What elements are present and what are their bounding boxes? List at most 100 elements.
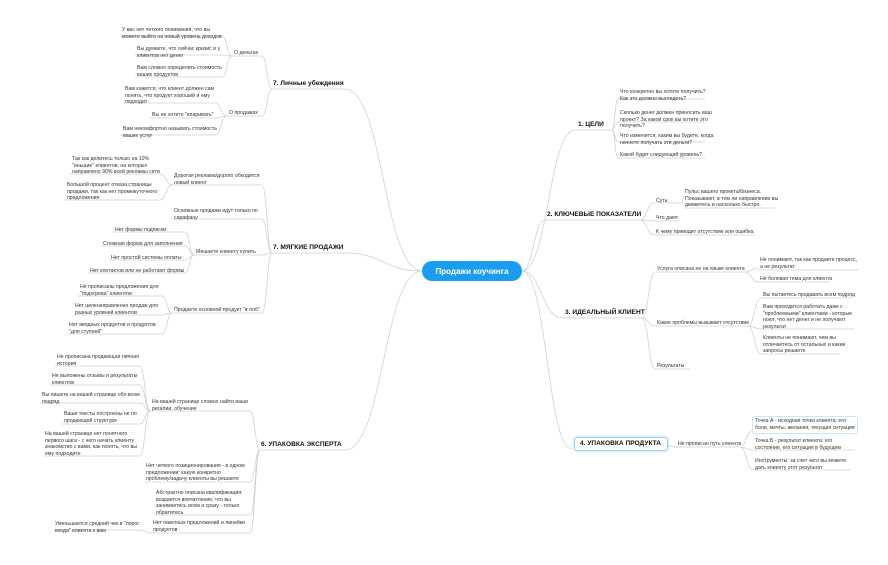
soft-hinder[interactable]: Мешаете клиенту купить xyxy=(196,249,256,255)
beliefs-money-item-1[interactable]: У вас нет четкого понимания, что вы може… xyxy=(122,27,222,40)
edge-center-goals xyxy=(521,129,576,272)
expert-average-check[interactable]: Уменьшается средний чек и "порог входа" … xyxy=(55,521,140,534)
connector-line xyxy=(681,195,685,204)
client-no-language-item-2[interactable]: Не болевая тема для клиента xyxy=(760,276,833,282)
product-path[interactable]: Не прописан путь клиента xyxy=(678,441,742,447)
soft-sell[interactable]: Продаете основной продукт "в лоб" xyxy=(174,307,260,313)
branch-expert-title[interactable]: 6. УПАКОВКА ЭКСПЕРТА xyxy=(261,441,342,448)
connector-line xyxy=(739,446,754,471)
connector-line xyxy=(139,529,152,534)
kpi-leads[interactable]: К чему приводит отсутствие или ошибка xyxy=(656,229,754,235)
branch-client-title[interactable]: 3. ИДЕАЛЬНЫЙ КЛИЕНТ xyxy=(565,309,645,316)
connector-line xyxy=(641,317,656,327)
soft-ads-item-2[interactable]: Большой процент отказа страницы продажи,… xyxy=(67,182,158,202)
client-results[interactable]: Результаты xyxy=(657,363,685,369)
connector-line xyxy=(214,102,228,117)
product-item-1[interactable]: Точка А - исходная точка клиента: его бо… xyxy=(755,418,855,431)
central-topic[interactable]: Продажи коучинга xyxy=(422,261,522,281)
expert-page-item-5[interactable]: На вашей странице нет понятного первого … xyxy=(45,431,138,457)
connector-line xyxy=(159,184,173,201)
branch-product-title[interactable]: 4. УПАКОВКА ПРОДУКТА xyxy=(580,440,662,447)
soft-sell-item-2[interactable]: Нет целенаправленно продаж для разных ур… xyxy=(75,303,158,316)
beliefs-sales-item-3[interactable]: Вам некомфортно называть стоимость ваших… xyxy=(123,126,217,139)
client-problems[interactable]: Какие проблемы вызывает отсутствие xyxy=(657,320,750,326)
expert-page-item-2[interactable]: Не выложены отзывы и результаты клиентов xyxy=(52,373,138,386)
connector-line xyxy=(747,297,762,327)
connector-line xyxy=(221,35,233,57)
client-no-language-item-1[interactable]: Не понимают, так как продаете процесс, а… xyxy=(760,257,858,270)
connector-line xyxy=(639,202,655,221)
edge-center-kpi xyxy=(521,219,546,272)
soft-ads-item-1[interactable]: Так как делитесь только на 10% "иньшие" … xyxy=(72,156,160,176)
connector-line xyxy=(744,267,759,273)
connector-line xyxy=(744,271,759,283)
connector-line xyxy=(161,295,173,314)
connector-line xyxy=(184,254,195,274)
connector-line xyxy=(249,449,261,534)
connector-line xyxy=(159,173,173,186)
soft-hinder-item-2[interactable]: Сложная форма для заполнения xyxy=(103,241,183,247)
connector-line xyxy=(139,384,151,412)
connector-line xyxy=(221,55,233,78)
connector-line xyxy=(139,402,151,412)
kpi-essence-detail[interactable]: Пульс вашего проекта/бизнеса. Показывают… xyxy=(685,189,779,209)
connector-line xyxy=(611,129,619,159)
edge-center-expert xyxy=(344,270,423,451)
goals-item-4[interactable]: Какой будет следующий уровень? xyxy=(620,152,703,158)
soft-hinder-item-3[interactable]: Нет простой системы оплаты xyxy=(111,255,182,261)
goals-item-3[interactable]: Что изменится, каким вы будете, когда на… xyxy=(620,133,714,146)
soft-basic[interactable]: Основные продажи идут только по сарафану xyxy=(174,208,258,221)
connector-line xyxy=(261,252,273,314)
expert-page[interactable]: На вашей странице сложно найти ваши рега… xyxy=(152,399,248,412)
beliefs-money-item-3[interactable]: Вам сложно определить стоимость ваших пр… xyxy=(137,65,222,78)
soft-ads[interactable]: Дорогая реклама/дорого обходится новый к… xyxy=(174,173,260,186)
edge-center-soft xyxy=(344,252,423,272)
connector-line xyxy=(249,410,261,451)
connector-line xyxy=(249,449,261,516)
branch-goals-title[interactable]: 1. ЦЕЛИ xyxy=(578,121,604,128)
product-item-2[interactable]: Точка Б - результат клиента: его состоян… xyxy=(755,438,841,451)
soft-hinder-item-1[interactable]: Нет формы подписки xyxy=(115,227,167,233)
kpi-gives[interactable]: Что дают xyxy=(656,215,679,221)
product-item-3[interactable]: Инструменты: за счет чего вы можете дать… xyxy=(755,458,847,471)
beliefs-sales[interactable]: О продажах xyxy=(229,110,258,116)
kpi-essence[interactable]: Суть: xyxy=(656,198,669,204)
expert-positioning[interactable]: Нет четкого позиционирования - в одном п… xyxy=(146,463,245,483)
connector-line xyxy=(611,98,619,131)
expert-packages[interactable]: Нет пакетных предложений и линейки проду… xyxy=(153,520,245,533)
goals-item-1[interactable]: Что конкретно вы хотите получить? Как эт… xyxy=(620,89,706,102)
connector-line xyxy=(261,88,273,117)
connector-line xyxy=(261,55,273,90)
connector-line xyxy=(184,231,195,256)
beliefs-sales-item-1[interactable]: Вам кажется, что клиент должен сам понят… xyxy=(125,86,215,106)
product-item-1-highlight xyxy=(752,416,858,434)
branch-soft-title[interactable]: 7. МЯГКИЕ ПРОДАЖИ xyxy=(273,244,344,251)
branch-beliefs-title[interactable]: 7. Личные убеждения xyxy=(273,80,344,87)
product-title-highlight xyxy=(574,437,668,451)
edge-center-beliefs xyxy=(344,88,423,272)
soft-sell-item-1[interactable]: Не прописаны предложения для "подогрева"… xyxy=(80,284,159,297)
connector-line xyxy=(214,115,228,136)
expert-qualification[interactable]: Абстрактно описана квалификация: воздает… xyxy=(156,490,243,516)
connector-line xyxy=(161,312,173,335)
expert-page-item-1[interactable]: Не прописана продающая личная история xyxy=(57,354,139,367)
soft-sell-item-3[interactable]: Нет вводных продуктов и продуктов "для с… xyxy=(69,322,156,335)
expert-page-item-4[interactable]: Ваши тексты построены не по продающей ст… xyxy=(64,411,137,424)
client-problems-item-1[interactable]: Вы пытаетесь продавать всем подряд xyxy=(763,292,855,298)
soft-hinder-item-4[interactable]: Нет контактов или не работают формы xyxy=(90,268,185,274)
branch-kpi-title[interactable]: 2. КЛЮЧЕВЫЕ ПОКАЗАТЕЛИ xyxy=(547,211,642,218)
connector-line xyxy=(739,429,754,448)
connector-line xyxy=(139,365,151,412)
client-no-language[interactable]: Услуга описана не на языке клиента xyxy=(657,266,745,272)
expert-page-item-3[interactable]: Вы пишете на вашей странице обо всем под… xyxy=(42,392,140,405)
connector-line xyxy=(261,252,273,256)
beliefs-money-item-2[interactable]: Вы думаете, что сейчас кризис и у клиент… xyxy=(137,46,221,59)
beliefs-money[interactable]: О деньгах xyxy=(234,50,259,56)
client-problems-item-3[interactable]: Клиенты не понимают, чем вы отличаетесь … xyxy=(763,335,846,355)
goals-item-2[interactable]: Сколько денег должен приносить ваш проек… xyxy=(620,110,712,130)
beliefs-sales-item-2[interactable]: Вы не хотите "впаривать" xyxy=(152,112,214,118)
edge-center-product xyxy=(521,270,573,450)
connector-line xyxy=(611,121,619,131)
client-problems-item-2[interactable]: Вам приходится работать даже с "проблемн… xyxy=(763,304,853,330)
